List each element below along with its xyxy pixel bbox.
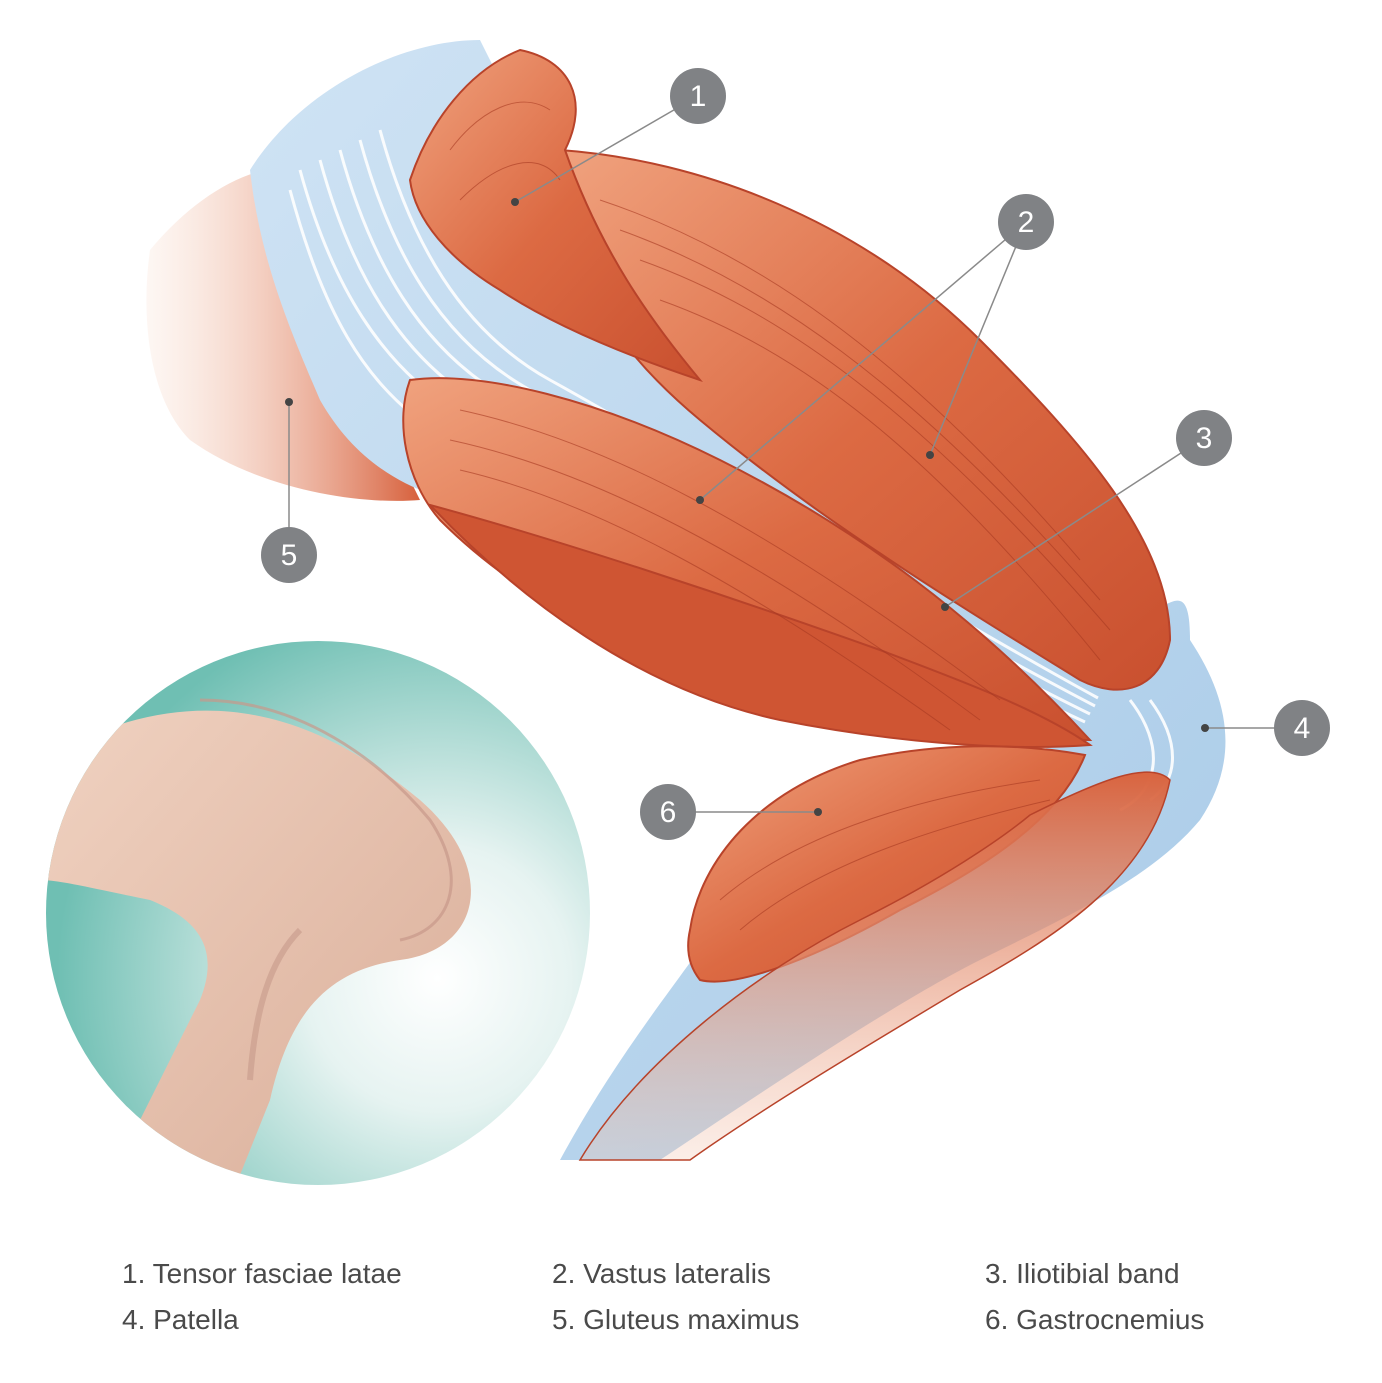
- legend-item-3: 3. Iliotibial band: [985, 1258, 1180, 1289]
- marker-5-label: 5: [281, 539, 298, 572]
- legend-item-6: 6. Gastrocnemius: [985, 1304, 1205, 1335]
- vastus-lateralis-shape: [558, 148, 1172, 691]
- marker-2: 2: [998, 194, 1054, 250]
- marker-3-label: 3: [1196, 422, 1213, 455]
- marker-4: 4: [1274, 700, 1330, 756]
- legend: 1. Tensor fasciae latae 2. Vastus latera…: [0, 1258, 1382, 1358]
- tensor-fasciae-latae-shape: [408, 48, 704, 383]
- muscle-fibres: [449, 101, 1111, 931]
- leader-dots: [285, 198, 1209, 816]
- marker-6: 6: [640, 784, 696, 840]
- legend-item-2: 2. Vastus lateralis: [552, 1258, 771, 1289]
- marker-2-label: 2: [1018, 206, 1035, 239]
- legend-item-1: 1. Tensor fasciae latae: [122, 1258, 402, 1289]
- knee-anatomy-illustration: 1 2 3 4 5 6: [46, 40, 1330, 1185]
- marker-1-label: 1: [690, 80, 707, 113]
- legend-item-4: 4. Patella: [122, 1304, 239, 1335]
- marker-5: 5: [261, 527, 317, 583]
- marker-4-label: 4: [1294, 712, 1311, 745]
- marker-3: 3: [1176, 410, 1232, 466]
- legend-item-5: 5. Gluteus maximus: [552, 1304, 800, 1335]
- hamstring-shape: [426, 503, 1093, 748]
- marker-6-label: 6: [660, 796, 677, 829]
- gastrocnemius-shape: [687, 745, 1087, 983]
- knee-skin-inset: [46, 641, 590, 1185]
- marker-1: 1: [670, 68, 726, 124]
- lower-leg-shape: [578, 771, 1171, 1161]
